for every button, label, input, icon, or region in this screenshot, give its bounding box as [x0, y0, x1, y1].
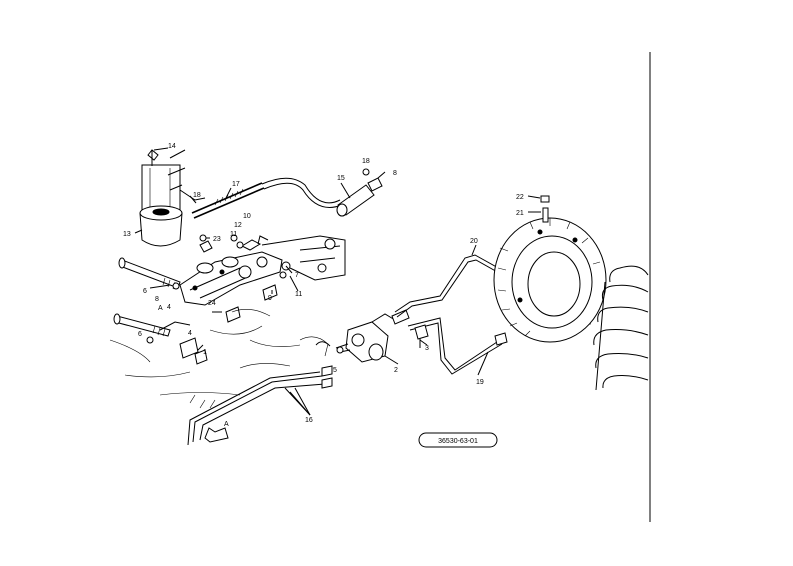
callout-18-upper: 18 — [362, 158, 370, 165]
leader-lines — [134, 147, 541, 416]
callout-labels: 14 17 18 15 18 8 13 23 12 10 11 6 8 A 4 … — [123, 143, 524, 428]
callout-19: 19 — [476, 379, 484, 386]
callout-9: 9 — [268, 295, 272, 302]
callout-18: 18 — [193, 192, 201, 199]
callout-8: 8 — [155, 296, 159, 303]
callout-1: 1 — [203, 349, 207, 356]
master-cylinder — [179, 239, 283, 306]
brake-valve — [335, 309, 410, 363]
callout-11: 11 — [230, 231, 237, 238]
callout-8-upper: 8 — [393, 170, 397, 177]
callout-24: 24 — [208, 300, 216, 307]
callout-4: 4 — [167, 304, 171, 311]
callout-10: 10 — [243, 213, 251, 220]
callout-4-lower: 4 — [188, 330, 192, 337]
tire — [593, 265, 649, 391]
callout-14: 14 — [168, 143, 176, 150]
callout-A-lower: A — [224, 421, 229, 428]
callout-17: 17 — [232, 181, 240, 188]
callout-11-lower: 11 — [295, 291, 302, 298]
callout-7: 7 — [295, 272, 299, 279]
supply-hose — [191, 168, 383, 219]
bleeder-screw — [540, 195, 550, 223]
callout-13: 13 — [123, 231, 131, 238]
callout-2: 2 — [394, 367, 398, 374]
callout-20: 20 — [470, 238, 478, 245]
callout-15: 15 — [337, 175, 345, 182]
callout-5: 5 — [333, 367, 337, 374]
callout-21: 21 — [516, 210, 524, 217]
callout-6-lower: 6 — [138, 331, 142, 338]
fluid-reservoir — [139, 149, 206, 247]
small-hardware — [146, 234, 331, 347]
chassis-frame-background — [109, 308, 329, 409]
callout-6-upper: 6 — [143, 288, 147, 295]
long-bolt-lower — [113, 313, 171, 337]
callout-12: 12 — [234, 222, 242, 229]
callout-3: 3 — [425, 345, 429, 352]
brake-drum — [493, 217, 607, 343]
long-bolt-upper — [118, 257, 181, 290]
pedal-linkage — [257, 235, 346, 281]
brake-lines-front — [187, 365, 333, 446]
reference-code: 36530-63-01 — [438, 438, 478, 445]
callout-16: 16 — [305, 417, 313, 424]
callout-22: 22 — [516, 194, 524, 201]
callout-23: 23 — [213, 236, 221, 243]
callout-A-upper: A — [158, 305, 163, 312]
reference-code-box: 36530-63-01 — [418, 432, 498, 448]
